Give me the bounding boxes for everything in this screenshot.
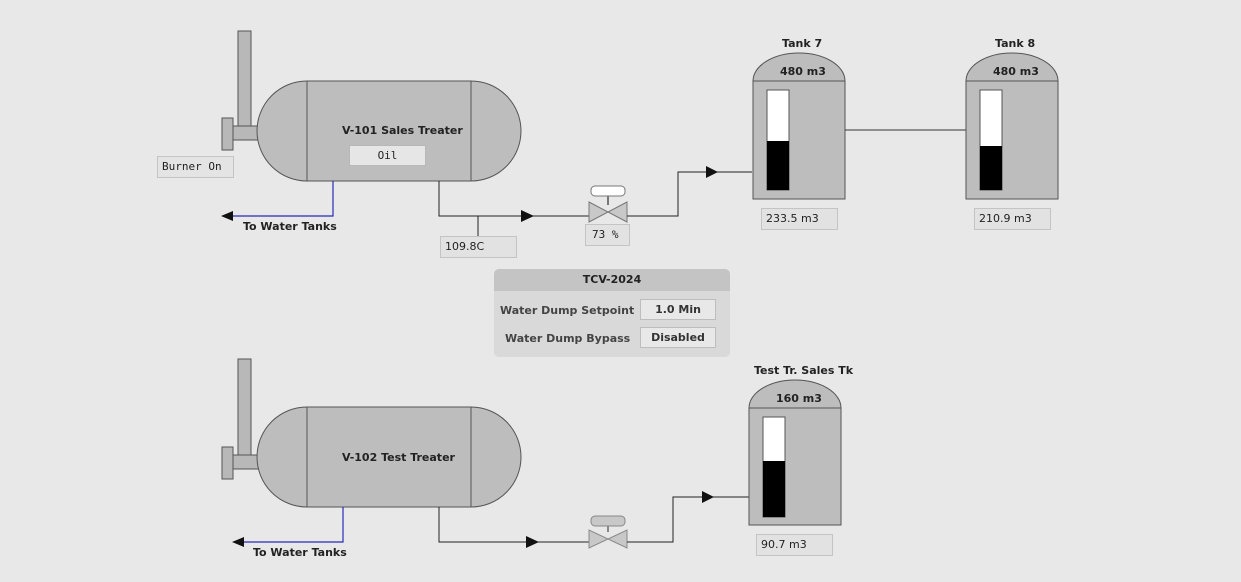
tank8-capacity: 480 m3 <box>993 65 1039 78</box>
tank7-level-gauge <box>766 89 790 191</box>
v101-temperature-unit: C <box>476 240 485 253</box>
tank8-title: Tank 8 <box>995 37 1036 50</box>
valve-to-tank7-line <box>627 171 752 217</box>
tank8-volume-readout[interactable]: 210.9 m3 <box>974 208 1051 230</box>
v101-temperature-readout[interactable]: 109.8C <box>440 236 517 258</box>
v101-stack <box>221 30 260 151</box>
v101-vessel[interactable] <box>256 80 522 182</box>
v101-burner-status[interactable]: Burner On <box>157 156 234 178</box>
v102-valve[interactable] <box>588 515 628 549</box>
tcv-popup-title: TCV-2024 <box>494 269 730 291</box>
tank8-volume-value: 210.9 <box>979 212 1011 225</box>
water-dump-setpoint-label: Water Dump Setpoint <box>500 304 635 317</box>
v102-stack <box>221 358 260 480</box>
valve-open-readout[interactable]: 73 % <box>585 224 630 246</box>
v102-title: V-102 Test Treater <box>342 451 455 464</box>
v102-drain-label: To Water Tanks <box>253 546 347 559</box>
tank8-volume-unit: m3 <box>1014 212 1032 225</box>
v102-drain-arrow <box>232 537 244 547</box>
test-tank-volume-unit: m3 <box>789 538 807 551</box>
v102-vessel[interactable] <box>256 406 522 508</box>
control-valve[interactable] <box>588 185 628 223</box>
water-dump-bypass-value[interactable]: Disabled <box>640 327 716 348</box>
v101-oil-arrow <box>521 210 534 222</box>
v101-temperature-value: 109.8 <box>445 240 477 253</box>
test-tank-title: Test Tr. Sales Tk <box>754 364 854 377</box>
v101-drain-label: To Water Tanks <box>243 220 337 233</box>
valve-open-value: 73 <box>592 228 606 241</box>
tcv-popup: TCV-2024 Water Dump Setpoint 1.0 Min Wat… <box>494 269 730 357</box>
v101-drain-line <box>232 181 334 217</box>
water-dump-bypass-label: Water Dump Bypass <box>505 332 631 345</box>
v101-oil-line <box>438 181 589 217</box>
tank7-volume-unit: m3 <box>801 212 819 225</box>
test-tank-volume-value: 90.7 <box>761 538 786 551</box>
test-tank-volume-readout[interactable]: 90.7 m3 <box>756 534 833 556</box>
v102-oil-line <box>438 507 589 543</box>
v101-fluid-label: Oil <box>349 145 426 166</box>
tank7-volume-readout[interactable]: 233.5 m3 <box>761 208 838 230</box>
tank7-inlet-arrow <box>706 166 718 178</box>
v102-drain-line <box>243 507 344 543</box>
test-tank-capacity: 160 m3 <box>776 392 822 405</box>
tank7-capacity: 480 m3 <box>780 65 826 78</box>
test-tank-inlet-arrow <box>702 491 714 503</box>
test-tank-level-gauge <box>762 416 786 518</box>
v101-drain-arrow <box>221 211 233 221</box>
v102-to-tank-line <box>627 496 749 543</box>
v101-title: V-101 Sales Treater <box>342 124 463 137</box>
water-dump-setpoint-value[interactable]: 1.0 Min <box>640 299 716 320</box>
tank7-volume-value: 233.5 <box>766 212 798 225</box>
v102-oil-arrow <box>526 536 539 548</box>
tank7-title: Tank 7 <box>782 37 823 50</box>
valve-open-unit: % <box>611 228 619 241</box>
tank8-level-gauge <box>979 89 1003 191</box>
